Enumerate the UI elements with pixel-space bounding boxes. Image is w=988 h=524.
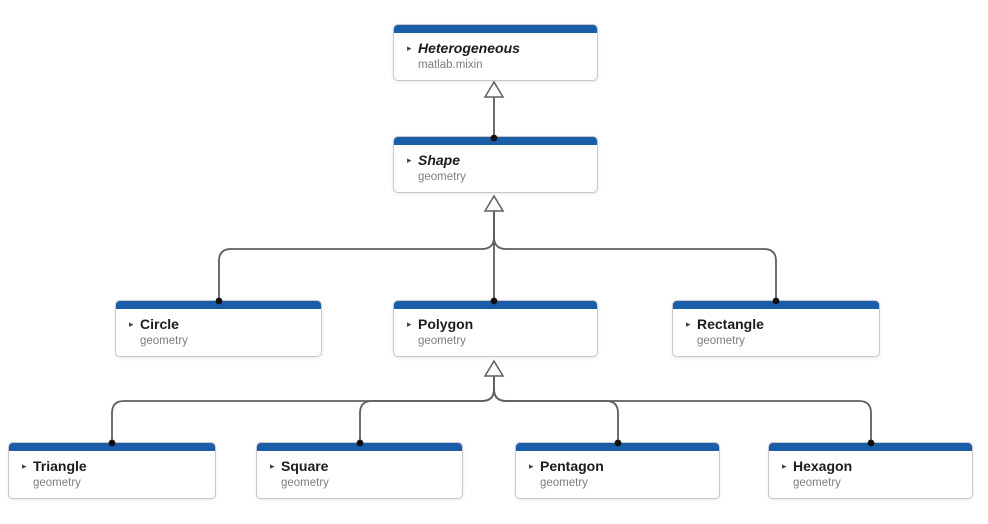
expand-arrow-icon[interactable]: ▸ [270,461,275,471]
node-body: ▸ Shape geometry [394,145,597,184]
class-name: Pentagon [540,458,604,474]
node-header-bar [394,137,597,145]
class-node-pentagon[interactable]: ▸ Pentagon geometry [515,442,720,499]
name-row: ▸ Triangle [22,458,205,475]
name-row: ▸ Heterogeneous [407,40,587,57]
expand-arrow-icon[interactable]: ▸ [529,461,534,471]
class-node-heterogeneous[interactable]: ▸ Heterogeneous matlab.mixin [393,24,598,81]
package-name: matlab.mixin [418,59,483,71]
class-node-hexagon[interactable]: ▸ Hexagon geometry [768,442,973,499]
name-row: ▸ Square [270,458,452,475]
node-body: ▸ Triangle geometry [9,451,215,490]
class-node-square[interactable]: ▸ Square geometry [256,442,463,499]
class-name: Square [281,458,329,474]
inheritance-arrowhead-icon [483,194,505,212]
name-row: ▸ Hexagon [782,458,962,475]
class-name: Hexagon [793,458,853,474]
package-name: geometry [793,477,841,489]
inheritance-edge-circle-shape [218,211,495,301]
expand-arrow-icon[interactable]: ▸ [407,43,412,53]
package-name: geometry [33,477,81,489]
node-body: ▸ Square geometry [257,451,462,490]
name-row: ▸ Rectangle [686,316,869,333]
node-header-bar [9,443,215,451]
class-node-circle[interactable]: ▸ Circle geometry [115,300,322,357]
node-header-bar [673,301,879,309]
name-row: ▸ Pentagon [529,458,709,475]
package-name: geometry [281,477,329,489]
node-header-bar [769,443,972,451]
expand-arrow-icon[interactable]: ▸ [686,319,691,329]
class-name: Rectangle [697,316,764,332]
node-body: ▸ Circle geometry [116,309,321,348]
inheritance-edge-triangle-polygon [111,376,495,443]
inheritance-arrowhead-icon [483,359,505,377]
package-name: geometry [697,335,745,347]
package-name: geometry [540,477,588,489]
class-node-triangle[interactable]: ▸ Triangle geometry [8,442,216,499]
inheritance-edge-rectangle-shape [493,211,777,301]
node-header-bar [394,301,597,309]
class-node-rectangle[interactable]: ▸ Rectangle geometry [672,300,880,357]
expand-arrow-icon[interactable]: ▸ [407,319,412,329]
inheritance-edge-square-polygon [359,376,495,443]
node-header-bar [394,25,597,33]
expand-arrow-icon[interactable]: ▸ [782,461,787,471]
inheritance-arrowhead-icon [483,80,505,98]
class-name: Polygon [418,316,474,332]
class-name: Shape [418,152,461,168]
expand-arrow-icon[interactable]: ▸ [22,461,27,471]
node-body: ▸ Rectangle geometry [673,309,879,348]
node-header-bar [516,443,719,451]
node-body: ▸ Hexagon geometry [769,451,972,490]
node-body: ▸ Pentagon geometry [516,451,719,490]
name-row: ▸ Circle [129,316,311,333]
package-name: geometry [140,335,188,347]
class-name: Heterogeneous [418,40,520,56]
expand-arrow-icon[interactable]: ▸ [129,319,134,329]
class-name: Circle [140,316,179,332]
class-node-polygon[interactable]: ▸ Polygon geometry [393,300,598,357]
name-row: ▸ Polygon [407,316,587,333]
node-body: ▸ Heterogeneous matlab.mixin [394,33,597,72]
package-name: geometry [418,171,466,183]
node-header-bar [116,301,321,309]
inheritance-edge-hexagon-polygon [493,376,872,443]
expand-arrow-icon[interactable]: ▸ [407,155,412,165]
class-name: Triangle [33,458,87,474]
node-header-bar [257,443,462,451]
name-row: ▸ Shape [407,152,587,169]
class-node-shape[interactable]: ▸ Shape geometry [393,136,598,193]
node-body: ▸ Polygon geometry [394,309,597,348]
inheritance-edge-pentagon-polygon [493,376,619,443]
package-name: geometry [418,335,466,347]
